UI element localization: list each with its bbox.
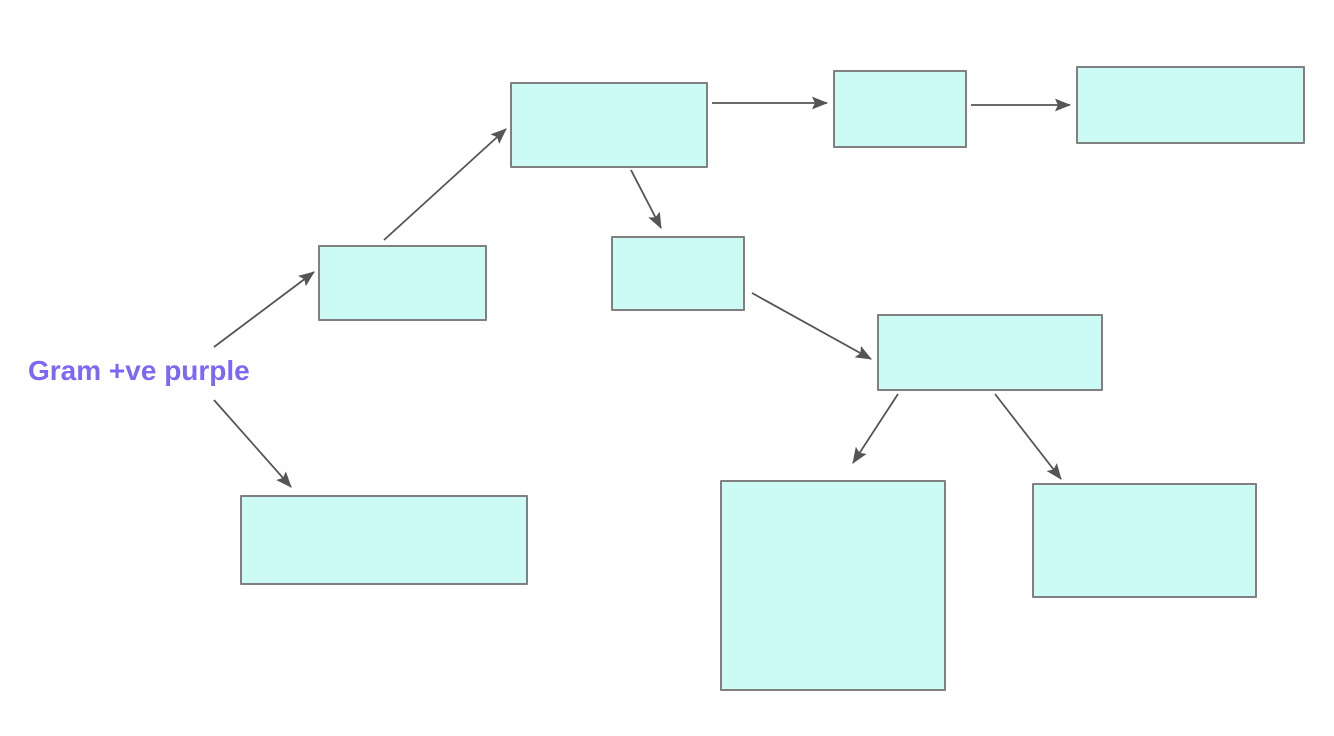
node-box-n1[interactable]	[510, 82, 708, 168]
edge-arrow-n6-to-n7	[852, 393, 899, 464]
edge-arrow-root-to-n2	[213, 271, 315, 348]
edge-arrow-n1-to-n5	[630, 169, 662, 229]
edge-arrow-n5-to-n6	[751, 292, 872, 360]
node-box-n2[interactable]	[318, 245, 487, 321]
node-box-n6[interactable]	[877, 314, 1103, 391]
node-box-n3[interactable]	[833, 70, 967, 148]
node-box-n9[interactable]	[240, 495, 528, 585]
node-box-n8[interactable]	[1032, 483, 1257, 598]
node-box-n5[interactable]	[611, 236, 745, 311]
edge-arrow-root-to-n9	[213, 399, 292, 488]
node-box-n7[interactable]	[720, 480, 946, 691]
edge-arrow-n2-to-n1	[383, 128, 507, 241]
root-label-gram-positive-purple: Gram +ve purple	[28, 355, 250, 386]
edge-arrow-n6-to-n8	[994, 393, 1062, 480]
node-box-n4[interactable]	[1076, 66, 1305, 144]
